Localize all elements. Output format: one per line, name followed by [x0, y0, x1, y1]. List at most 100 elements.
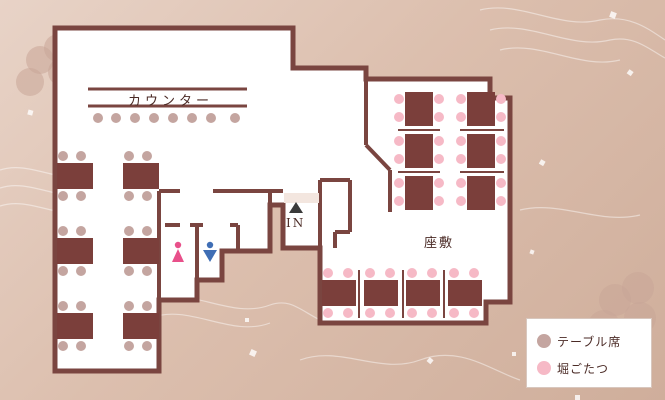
seat — [427, 308, 437, 318]
table — [405, 176, 433, 210]
table-seat-swatch — [537, 334, 551, 348]
seat — [76, 226, 86, 236]
seat — [434, 136, 444, 146]
seat — [76, 151, 86, 161]
male-restroom-icon — [203, 241, 217, 262]
seat — [343, 308, 353, 318]
seat — [206, 113, 216, 123]
seat — [142, 301, 152, 311]
seat — [58, 151, 68, 161]
interior-walls — [157, 79, 392, 300]
seat — [434, 154, 444, 164]
seat — [58, 301, 68, 311]
legend-item-horigotatsu: 堀ごたつ — [537, 358, 609, 378]
seat — [456, 94, 466, 104]
seat — [142, 151, 152, 161]
table — [406, 280, 440, 306]
seat — [76, 191, 86, 201]
seat — [76, 301, 86, 311]
seat — [394, 196, 404, 206]
seat — [449, 308, 459, 318]
entrance-label: IN — [286, 216, 306, 230]
legend-label: テーブル席 — [557, 334, 622, 349]
counter-label: カウンター — [128, 94, 214, 109]
seat — [496, 178, 506, 188]
seat — [394, 112, 404, 122]
seat — [456, 178, 466, 188]
legend-item-table-seat: テーブル席 — [537, 331, 621, 351]
table — [322, 280, 356, 306]
seat — [365, 308, 375, 318]
seat — [58, 226, 68, 236]
seat — [76, 341, 86, 351]
table — [405, 92, 433, 126]
seat — [469, 308, 479, 318]
table — [467, 92, 495, 126]
seat — [124, 341, 134, 351]
seat — [434, 112, 444, 122]
seat — [449, 268, 459, 278]
seat — [407, 268, 417, 278]
table — [448, 280, 482, 306]
seat — [124, 151, 134, 161]
table — [123, 163, 159, 189]
horigotatsu-swatch — [537, 361, 551, 375]
seat — [323, 308, 333, 318]
seat — [323, 268, 333, 278]
seat — [456, 154, 466, 164]
table — [57, 163, 93, 189]
seat — [58, 191, 68, 201]
seat — [385, 268, 395, 278]
seat — [407, 308, 417, 318]
seat — [142, 266, 152, 276]
seat — [124, 266, 134, 276]
seat — [434, 178, 444, 188]
seat — [58, 266, 68, 276]
seat — [394, 94, 404, 104]
seat — [124, 226, 134, 236]
seat — [427, 268, 437, 278]
entrance-mat — [284, 193, 319, 203]
table — [123, 238, 159, 264]
legend-label: 堀ごたつ — [557, 361, 610, 376]
table — [123, 313, 159, 339]
zashiki-label: 座敷 — [424, 236, 455, 251]
female-restroom-icon — [172, 241, 184, 262]
seat — [142, 226, 152, 236]
seat — [142, 341, 152, 351]
seat — [187, 113, 197, 123]
seat — [124, 301, 134, 311]
seat — [394, 136, 404, 146]
seat — [496, 94, 506, 104]
table — [57, 313, 93, 339]
seat — [496, 154, 506, 164]
counter — [88, 87, 247, 123]
seat — [385, 308, 395, 318]
seat — [434, 196, 444, 206]
table — [57, 238, 93, 264]
seat — [365, 268, 375, 278]
seat — [456, 136, 466, 146]
seat — [111, 113, 121, 123]
seat — [394, 178, 404, 188]
seat — [130, 113, 140, 123]
seat — [469, 268, 479, 278]
seat — [394, 154, 404, 164]
seat — [496, 136, 506, 146]
table — [467, 176, 495, 210]
seat — [168, 113, 178, 123]
seat — [456, 112, 466, 122]
seat — [230, 113, 240, 123]
table — [405, 134, 433, 168]
seat — [58, 341, 68, 351]
seat — [76, 266, 86, 276]
seat — [149, 113, 159, 123]
horigotatsu-area — [322, 92, 506, 318]
seat — [496, 196, 506, 206]
seat — [124, 191, 134, 201]
legend: テーブル席 堀ごたつ — [526, 318, 652, 388]
counter-seats — [93, 113, 240, 123]
table — [364, 280, 398, 306]
seat — [142, 191, 152, 201]
